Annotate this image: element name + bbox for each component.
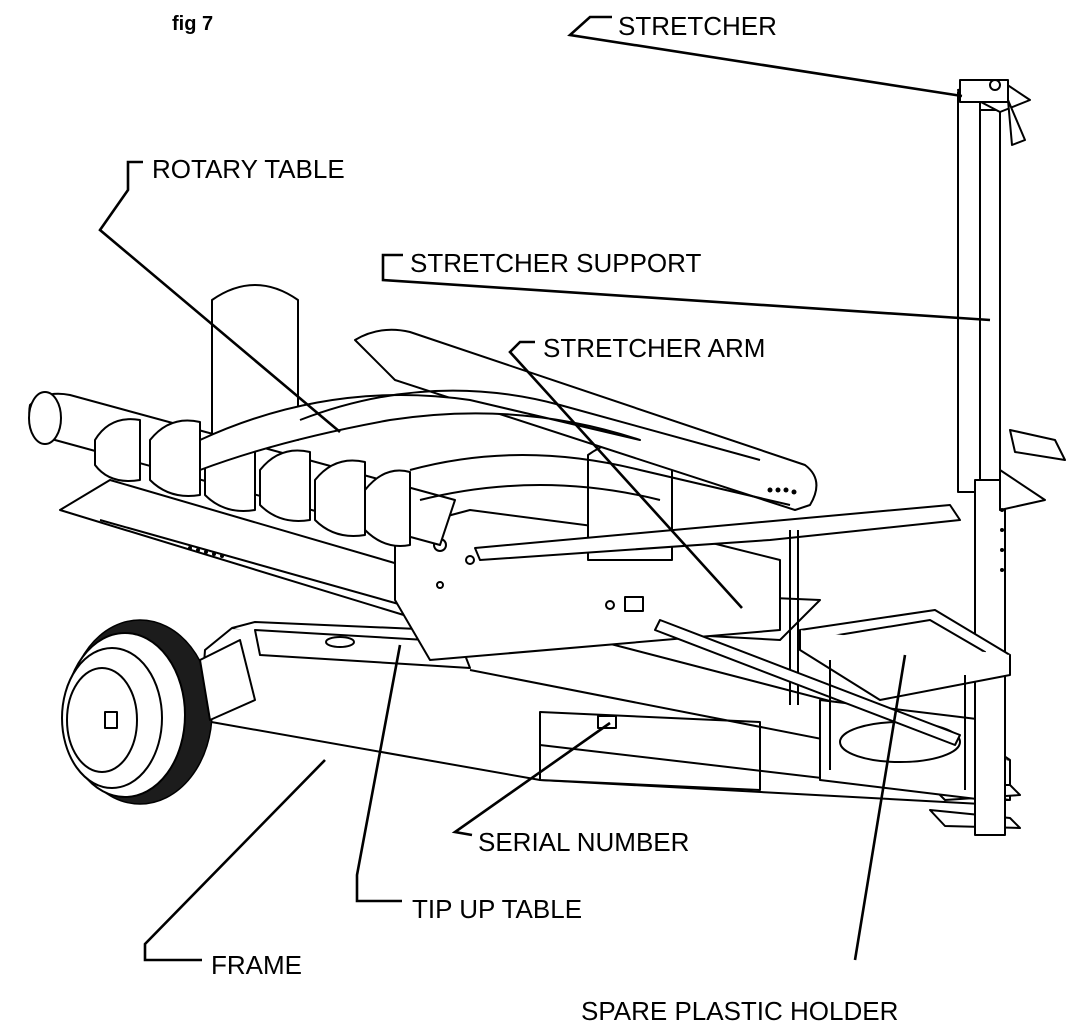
frame-drawing <box>199 621 1021 829</box>
figure-number: fig 7 <box>172 13 213 35</box>
label-rotary-table: ROTARY TABLE <box>152 154 345 184</box>
label-stretcher-support: STRETCHER SUPPORT <box>410 248 701 278</box>
label-stretcher-arm: STRETCHER ARM <box>543 333 765 363</box>
label-frame: FRAME <box>211 950 302 980</box>
leader-tip-up-table <box>355 644 402 903</box>
leader-stretcher-support <box>381 253 991 322</box>
leader-stretcher-arm <box>508 340 743 609</box>
leader-stretcher <box>567 15 963 98</box>
label-stretcher: STRETCHER <box>618 11 777 41</box>
stretcher-arm-drawing <box>654 619 961 746</box>
labels: fig 7 STRETCHER ROTARY TABLE STRETCHER S… <box>152 11 898 1026</box>
wheel-drawing <box>61 619 256 805</box>
leader-serial-number <box>451 721 611 837</box>
leader-spare-plastic-holder <box>853 654 907 961</box>
rotary-table-drawing <box>28 284 961 705</box>
leader-frame <box>143 759 326 962</box>
stretcher-drawing <box>959 79 1026 146</box>
label-serial-number: SERIAL NUMBER <box>478 827 689 857</box>
stretcher-support-drawing <box>957 79 1066 836</box>
spare-plastic-holder-drawing <box>799 609 1011 790</box>
leader-rotary-table <box>98 160 341 433</box>
leader-lines <box>98 15 991 962</box>
label-tip-up-table: TIP UP TABLE <box>412 894 582 924</box>
label-spare-plastic-holder: SPARE PLASTIC HOLDER <box>581 996 898 1026</box>
bale-wrapper-machine <box>28 79 1066 836</box>
